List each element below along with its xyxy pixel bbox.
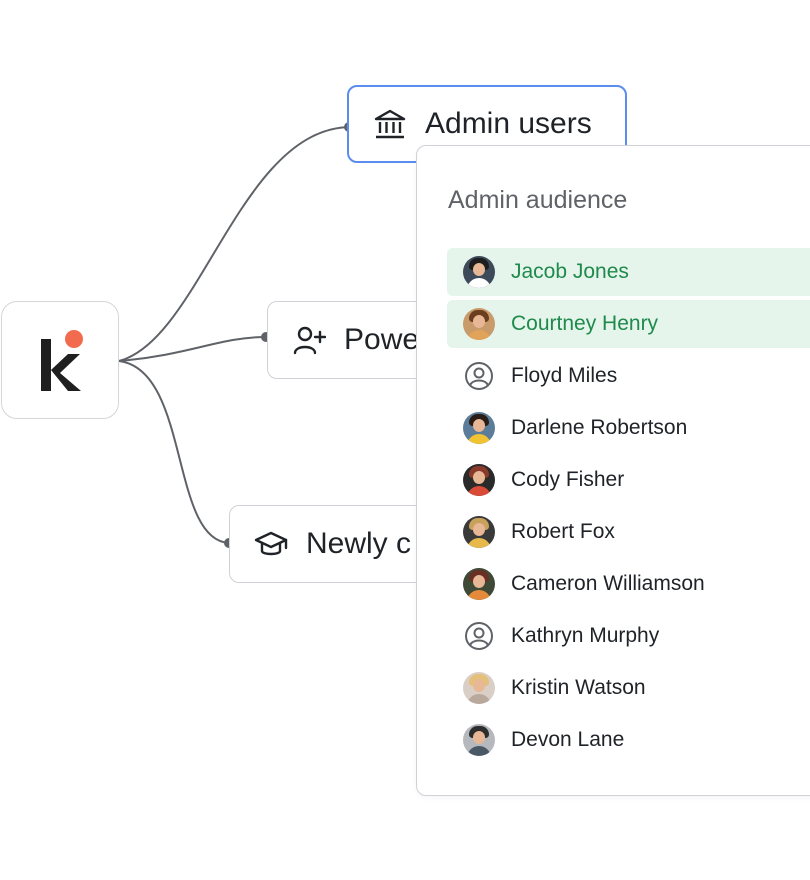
member-row[interactable]: Cody Fisher <box>447 456 810 504</box>
root-logo-node[interactable] <box>1 301 119 419</box>
avatar <box>463 412 495 444</box>
node-newly[interactable]: Newly c <box>229 505 449 583</box>
avatar <box>463 256 495 288</box>
avatar <box>463 308 495 340</box>
member-name: Kristin Watson <box>511 676 646 699</box>
member-name: Courtney Henry <box>511 312 659 335</box>
node-newly-label: Newly c <box>306 527 412 560</box>
member-name: Cameron Williamson <box>511 572 705 595</box>
node-admin-label: Admin users <box>425 107 592 140</box>
member-row[interactable]: Cameron Williamson <box>447 560 810 608</box>
avatar <box>463 568 495 600</box>
graduation-cap-icon <box>254 527 288 561</box>
member-row[interactable]: Courtney Henry <box>447 300 810 348</box>
member-name: Devon Lane <box>511 728 625 751</box>
user-placeholder-icon <box>463 360 495 392</box>
connector-to-newly <box>118 360 230 544</box>
bank-icon <box>373 107 407 141</box>
avatar <box>463 464 495 496</box>
user-plus-icon <box>292 323 326 357</box>
brand-logo-icon <box>41 330 83 391</box>
member-row[interactable]: Floyd Miles <box>447 352 810 400</box>
member-name: Robert Fox <box>511 520 615 543</box>
member-name: Cody Fisher <box>511 468 625 491</box>
connector-to-power <box>118 336 267 362</box>
panel-title: Admin audience <box>448 186 628 214</box>
node-power-label: Powe <box>344 323 420 356</box>
member-row[interactable]: Robert Fox <box>447 508 810 556</box>
member-name: Floyd Miles <box>511 364 618 387</box>
avatar <box>463 672 495 704</box>
member-row[interactable]: Devon Lane <box>447 716 810 764</box>
member-name: Jacob Jones <box>511 260 629 283</box>
member-row[interactable]: Darlene Robertson <box>447 404 810 452</box>
member-row[interactable]: Kathryn Murphy <box>447 612 810 660</box>
member-name: Kathryn Murphy <box>511 624 660 647</box>
member-row[interactable]: Kristin Watson <box>447 664 810 712</box>
avatar <box>463 516 495 548</box>
user-placeholder-icon <box>463 620 495 652</box>
member-name: Darlene Robertson <box>511 416 688 439</box>
avatar <box>463 724 495 756</box>
member-row[interactable]: Jacob Jones <box>447 248 810 296</box>
